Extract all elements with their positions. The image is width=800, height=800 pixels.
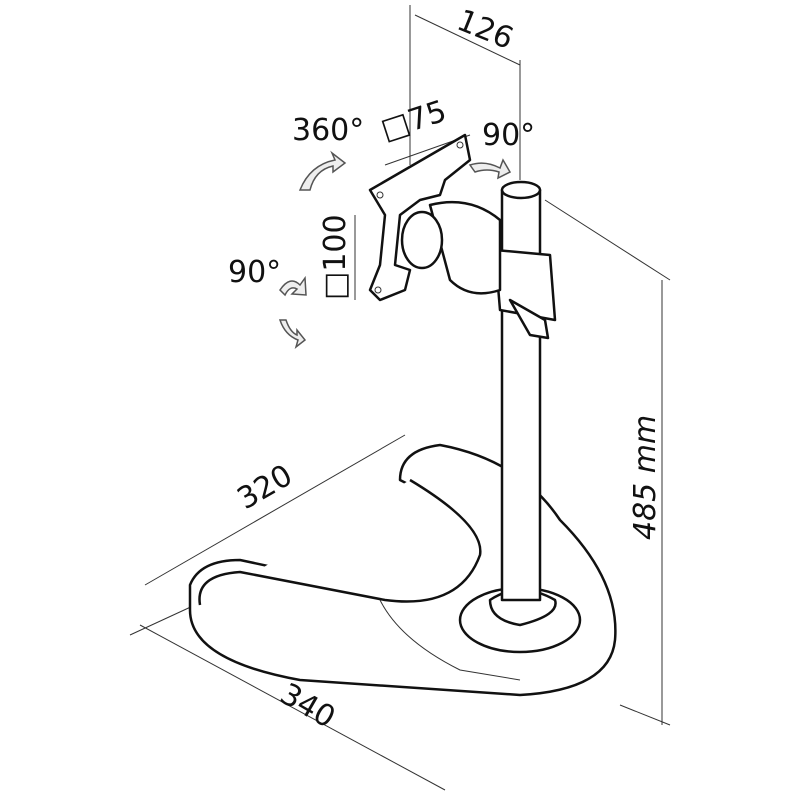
dimension-vesa-100: □100 xyxy=(318,214,353,300)
rotation-arrows xyxy=(278,150,512,350)
dimension-height: 485 mm xyxy=(628,415,663,540)
dimension-base-depth: 320 xyxy=(232,458,299,517)
dimension-swivel-rotation: 360° xyxy=(292,113,364,148)
dimension-pan-angle: 90° xyxy=(482,118,535,153)
dimension-vesa-75: □75 xyxy=(377,94,451,148)
monitor-mount xyxy=(368,133,502,302)
stand-pole xyxy=(493,180,557,602)
dimension-tilt-angle: 90° xyxy=(228,255,281,290)
dimension-lines xyxy=(129,5,671,791)
dimension-pole-offset: 126 xyxy=(452,3,518,57)
dimension-base-width: 340 xyxy=(274,677,341,736)
